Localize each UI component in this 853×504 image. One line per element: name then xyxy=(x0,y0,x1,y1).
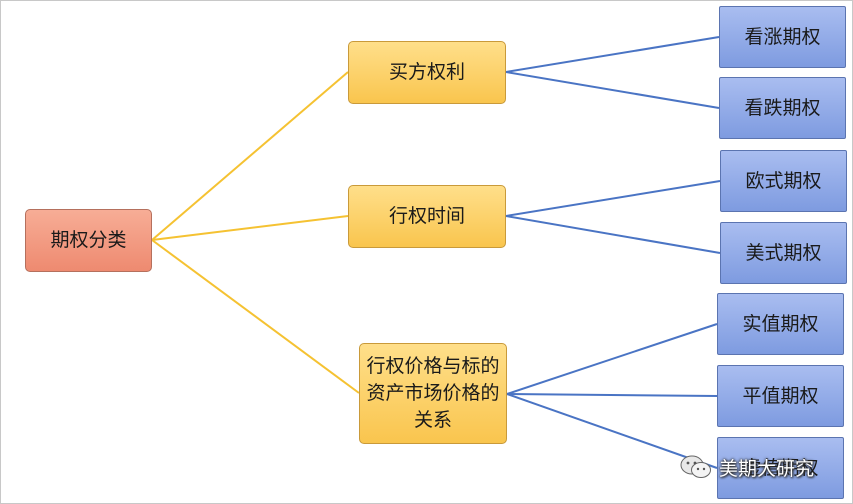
leaf-label: 欧式期权 xyxy=(745,169,822,192)
link-branch-2-leaf-1 xyxy=(505,180,721,217)
link-root-branch-1 xyxy=(151,71,349,241)
root-node: 期权分类 xyxy=(25,209,152,272)
leaf-node: 看跌期权 xyxy=(719,77,846,139)
link-branch-1-leaf-2 xyxy=(505,71,720,109)
branch-node-exercise-time: 行权时间 xyxy=(348,185,506,248)
leaf-label: 虚值期权 xyxy=(742,456,819,479)
link-branch-3-leaf-3 xyxy=(506,393,718,469)
link-root-branch-2 xyxy=(151,215,349,241)
branch-node-strike-vs-market: 行权价格与标的资产市场价格的关系 xyxy=(359,343,507,444)
watermark: 美期大研究 xyxy=(679,449,814,485)
branch-node-buyer-rights: 买方权利 xyxy=(348,41,506,104)
branch-label: 行权价格与标的资产市场价格的关系 xyxy=(366,355,500,431)
branch-label: 行权时间 xyxy=(388,205,465,227)
link-branch-3-leaf-1 xyxy=(506,323,718,395)
leaf-node: 虚值期权 xyxy=(717,437,844,499)
leaf-label: 看涨期权 xyxy=(744,25,821,48)
leaf-label: 美式期权 xyxy=(745,241,822,264)
leaf-label: 实值期权 xyxy=(742,312,819,335)
leaf-label: 看跌期权 xyxy=(744,96,821,119)
leaf-node: 欧式期权 xyxy=(720,150,847,212)
link-branch-3-leaf-2 xyxy=(506,393,718,397)
link-branch-2-leaf-2 xyxy=(505,215,721,254)
leaf-node: 美式期权 xyxy=(720,222,847,284)
leaf-label: 平值期权 xyxy=(742,384,819,407)
leaf-node: 平值期权 xyxy=(717,365,844,427)
link-branch-1-leaf-1 xyxy=(505,36,720,73)
branch-label: 买方权利 xyxy=(388,61,465,83)
wechat-icon xyxy=(680,455,711,478)
leaf-node: 实值期权 xyxy=(717,293,844,355)
link-root-branch-3 xyxy=(151,239,360,394)
watermark-label: 美期大研究 xyxy=(719,457,815,480)
root-label: 期权分类 xyxy=(50,229,127,251)
leaf-node: 看涨期权 xyxy=(719,6,846,68)
